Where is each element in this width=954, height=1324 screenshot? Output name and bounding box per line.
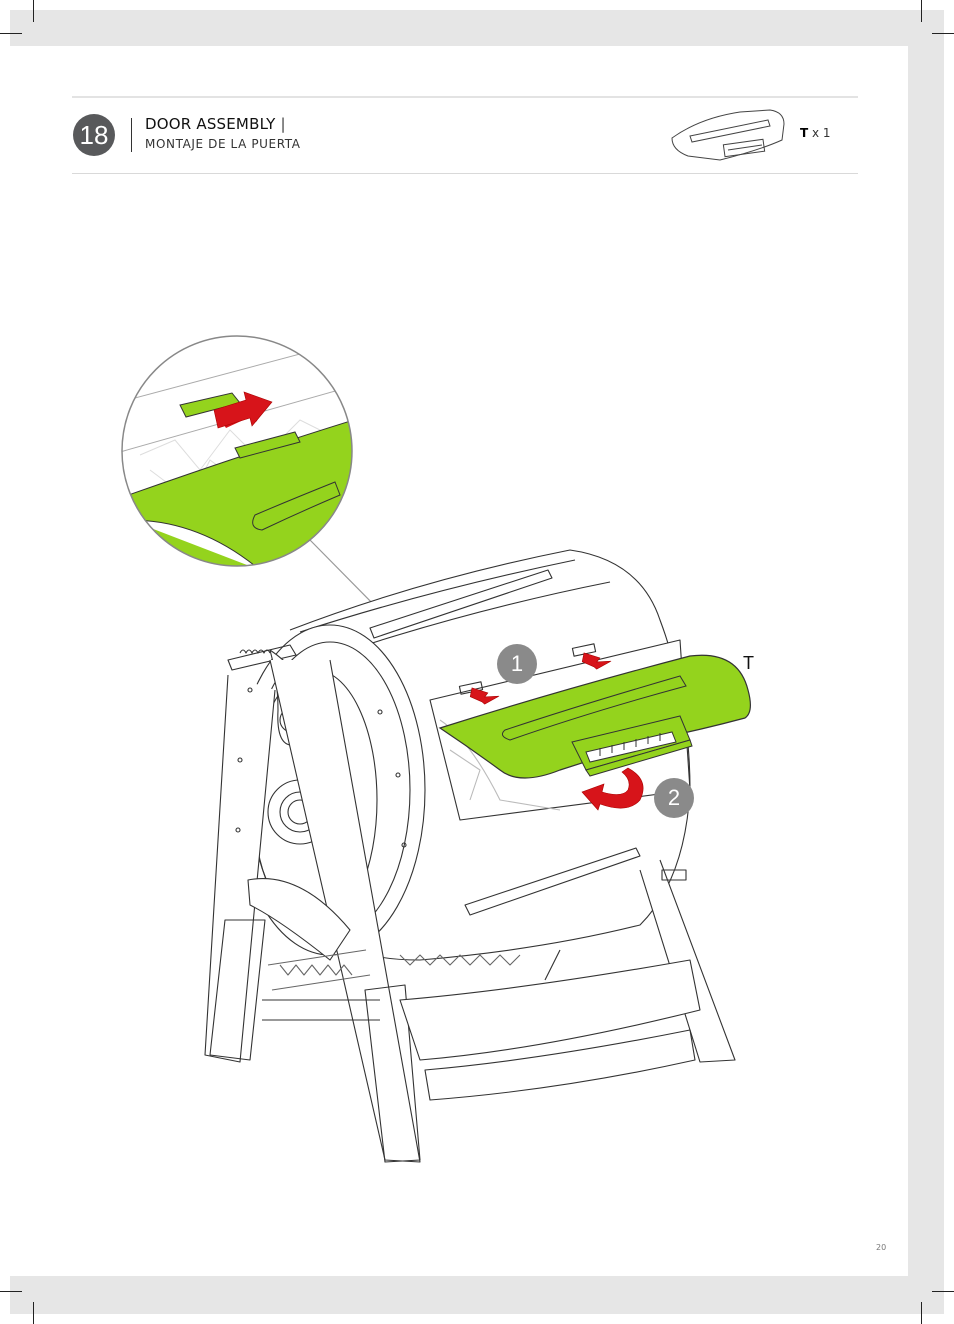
page-number: 20	[876, 1243, 886, 1252]
door-panel-part-thumbnail	[672, 110, 784, 160]
composter-tumbler-drawing	[205, 550, 735, 1162]
part-T-label: T	[743, 653, 754, 674]
callout-2-label: 2	[665, 785, 683, 811]
callout-1-label: 1	[508, 651, 526, 677]
zoom-detail-circle	[120, 336, 360, 600]
